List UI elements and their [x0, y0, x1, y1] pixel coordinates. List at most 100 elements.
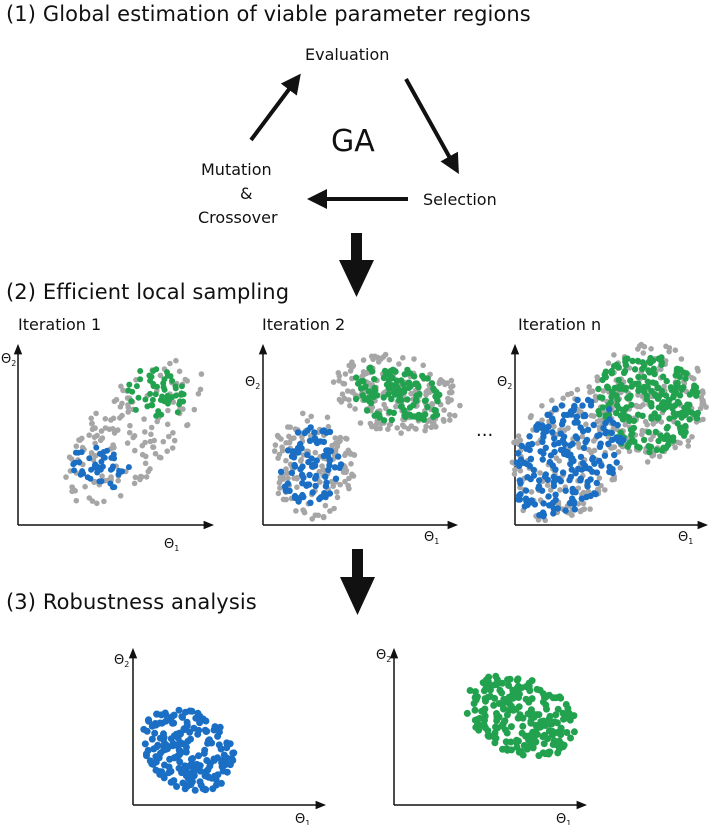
scatter-point	[388, 373, 395, 381]
scatter-point	[617, 434, 624, 442]
scatter-point	[622, 361, 630, 369]
scatter-point	[448, 384, 454, 390]
scatter-point	[92, 425, 98, 431]
plot-iteration-1-axes	[13, 343, 215, 530]
scatter-point	[613, 459, 620, 466]
x-axis-label-n: Θ1	[678, 530, 693, 546]
scatter-point	[355, 380, 362, 387]
scatter-point	[625, 441, 632, 448]
scatter-point	[125, 464, 132, 471]
scatter-point	[144, 403, 151, 410]
mutation-label: Mutation	[201, 160, 272, 179]
scatter-point	[602, 487, 608, 493]
scatter-point	[512, 466, 518, 473]
scatter-point	[661, 435, 668, 442]
scatter-point	[161, 709, 169, 717]
scatter-point	[550, 729, 558, 737]
scatter-point	[540, 500, 547, 507]
scatter-point	[628, 383, 635, 390]
scatter-point	[583, 464, 590, 472]
plot-robust-green-axes	[389, 647, 588, 810]
scatter-point	[515, 433, 522, 439]
scatter-point	[540, 433, 547, 441]
scatter-point	[312, 437, 319, 444]
scatter-point	[187, 755, 195, 763]
scatter-point	[94, 464, 101, 470]
scatter-point	[676, 373, 683, 381]
scatter-point	[519, 722, 527, 730]
scatter-point	[346, 397, 352, 403]
scatter-point	[360, 372, 367, 379]
scatter-point	[675, 399, 682, 407]
scatter-point	[537, 470, 543, 476]
scatter-point	[644, 459, 651, 465]
scatter-point	[602, 374, 609, 381]
scatter-point	[574, 396, 581, 404]
scatter-point	[466, 687, 474, 694]
scatter-point	[337, 461, 345, 468]
scatter-point	[353, 374, 360, 381]
scatter-point	[596, 431, 603, 439]
scatter-point	[658, 361, 665, 368]
scatter-point	[69, 488, 75, 495]
y-axis-label-1: Θ2	[1, 352, 16, 368]
scatter-point	[639, 359, 646, 366]
scatter-point	[295, 449, 302, 456]
scatter-point	[553, 741, 561, 749]
scatter-point	[611, 451, 618, 459]
scatter-point	[645, 429, 652, 436]
scatter-point	[549, 415, 556, 422]
scatter-point	[546, 502, 553, 509]
scatter-point	[150, 745, 158, 753]
scatter-point	[220, 751, 228, 759]
scatter-point	[568, 512, 575, 518]
scatter-point	[565, 425, 571, 431]
scatter-point	[173, 357, 179, 364]
scatter-point	[507, 702, 515, 710]
scatter-point	[401, 412, 408, 419]
scatter-point	[516, 462, 523, 469]
scatter-point	[517, 748, 525, 755]
scatter-point	[400, 381, 407, 388]
scatter-point	[415, 415, 422, 422]
iteration-n-green-points	[595, 354, 701, 456]
scatter-point	[700, 390, 706, 396]
scatter-point	[699, 401, 705, 408]
scatter-point	[374, 392, 381, 399]
scatter-point	[132, 474, 139, 481]
scatter-point	[206, 762, 214, 770]
scatter-point	[575, 501, 582, 507]
scatter-point	[672, 444, 678, 451]
scatter-point	[655, 414, 662, 421]
scatter-point	[117, 404, 124, 410]
scatter-point	[482, 697, 489, 705]
scatter-point	[380, 394, 387, 401]
scatter-point	[158, 454, 164, 461]
scatter-point	[223, 744, 231, 752]
scatter-point	[520, 742, 528, 749]
section-3-title: (3) Robustness analysis	[6, 590, 257, 614]
scatter-point	[151, 729, 159, 737]
iteration-1-label: Iteration 1	[18, 315, 102, 334]
scatter-point	[137, 473, 144, 480]
scatter-point	[583, 421, 589, 428]
scatter-point	[457, 402, 463, 409]
scatter-point	[515, 690, 523, 698]
scatter-point	[111, 430, 118, 436]
scatter-point	[277, 468, 285, 475]
scatter-point	[584, 483, 591, 490]
scatter-point	[516, 496, 524, 503]
scatter-point	[624, 355, 631, 362]
scatter-point	[176, 368, 183, 375]
scatter-point	[598, 462, 605, 469]
big-arrow-down-1	[339, 233, 374, 297]
scatter-point	[541, 693, 548, 701]
scatter-point	[108, 474, 114, 480]
scatter-point	[500, 704, 507, 712]
scatter-point	[336, 396, 343, 403]
x-axis-label-robust-blue: Θ1	[295, 812, 310, 825]
scatter-point	[559, 437, 567, 444]
scatter-point	[86, 455, 93, 462]
scatter-point	[195, 752, 202, 760]
scatter-point	[347, 402, 353, 409]
